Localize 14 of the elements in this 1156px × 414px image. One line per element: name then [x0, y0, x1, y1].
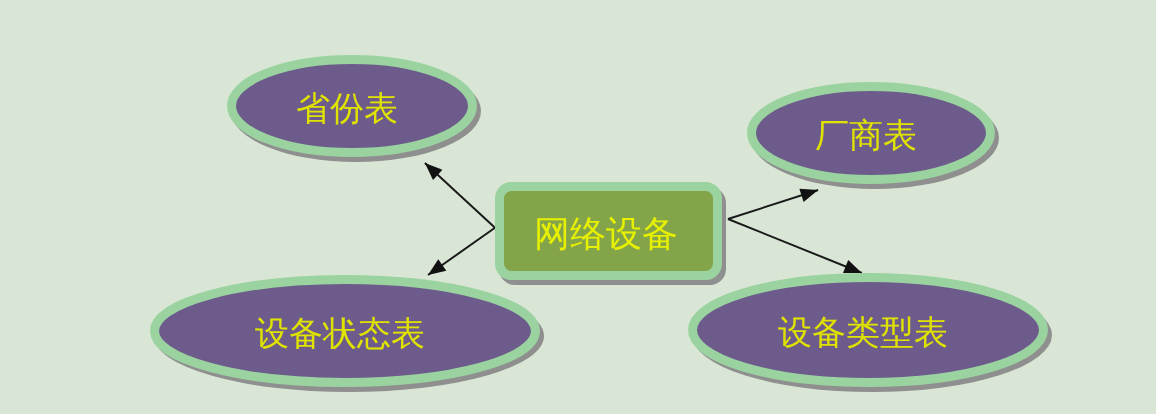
node-label: 省份表 — [296, 90, 398, 128]
ellipse-node — [227, 55, 483, 163]
rounded-box — [495, 182, 728, 286]
node-label: 设备状态表 — [255, 315, 425, 353]
node-label: 厂商表 — [815, 117, 917, 155]
arrow — [427, 226, 496, 276]
arrow — [423, 162, 496, 229]
node-label: 设备类型表 — [778, 314, 948, 352]
arrow — [727, 218, 863, 274]
ellipse-node — [688, 273, 1054, 393]
ellipse-node — [747, 82, 1001, 190]
arrow — [727, 188, 820, 220]
ellipse-node — [150, 275, 546, 393]
node-label: 网络设备 — [533, 214, 678, 254]
